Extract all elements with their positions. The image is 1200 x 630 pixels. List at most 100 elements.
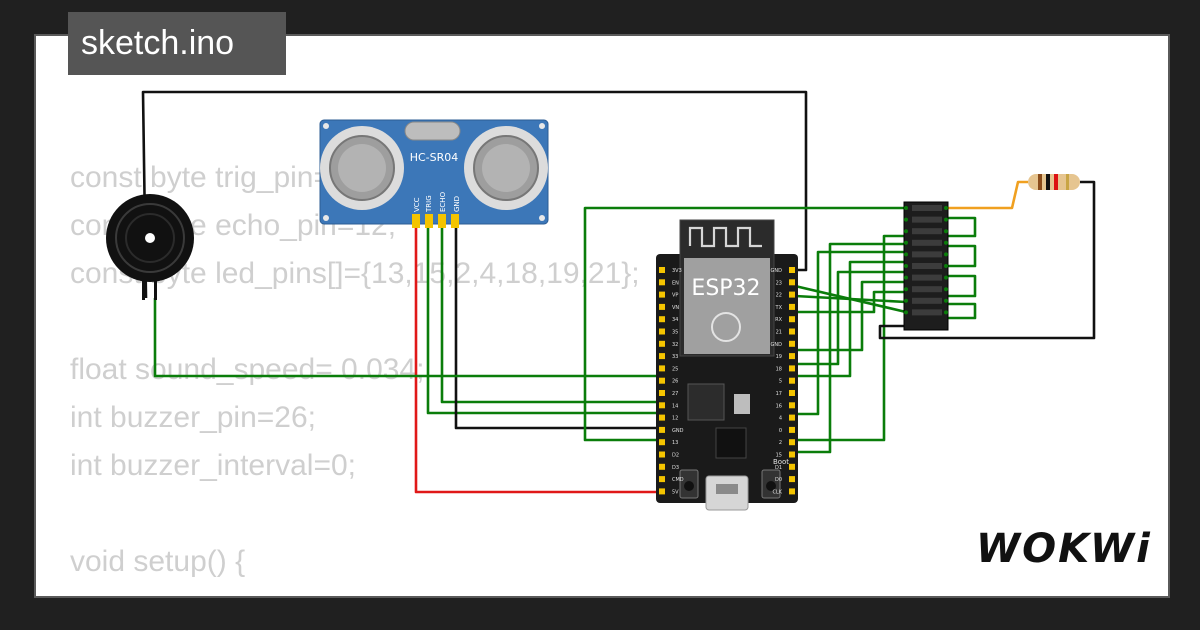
wire-sensor-echo[interactable]	[440, 228, 662, 404]
led-pin[interactable]	[944, 264, 948, 268]
wire-buzzer-gnd[interactable]	[141, 90, 808, 299]
wire-led-5[interactable]	[795, 260, 906, 378]
pin-label-echo: ECHO	[439, 191, 447, 212]
wire-led-7[interactable]	[795, 280, 906, 352]
esp32-board[interactable]: ESP32 Boot 3V3ENVPVN343532332526271412GN…	[656, 219, 798, 511]
esp32-pin[interactable]	[659, 488, 665, 495]
wire-led-6[interactable]	[795, 270, 906, 366]
led-segment	[912, 286, 942, 293]
esp32-pin[interactable]	[659, 328, 665, 335]
led-pin[interactable]	[904, 275, 908, 280]
esp32-pin[interactable]	[659, 451, 665, 458]
esp32-pin[interactable]	[789, 390, 795, 396]
esp32-pin[interactable]	[659, 439, 665, 446]
esp32-pin[interactable]	[789, 463, 795, 470]
esp32-pin[interactable]	[789, 303, 795, 310]
led-segment	[912, 263, 942, 269]
esp32-pin[interactable]	[789, 402, 795, 409]
esp32-pin[interactable]	[789, 426, 795, 433]
esp32-pin[interactable]	[659, 402, 665, 409]
led-pin[interactable]	[904, 287, 908, 292]
ultrasonic-label: HC-SR04	[410, 151, 459, 164]
esp32-pin[interactable]	[659, 426, 665, 433]
boot-button-label: Boot	[773, 458, 789, 466]
led-pin[interactable]	[944, 287, 948, 292]
esp32-pin[interactable]	[789, 377, 795, 384]
wire-led-10[interactable]	[794, 284, 907, 314]
led-pin[interactable]	[944, 229, 948, 234]
led-pin[interactable]	[944, 206, 948, 210]
led-bar-graph[interactable]	[903, 201, 949, 331]
esp32-pin[interactable]	[789, 328, 795, 335]
wire-led-1[interactable]	[583, 206, 906, 442]
esp32-pin[interactable]	[659, 316, 665, 323]
esp32-pin[interactable]	[789, 365, 795, 372]
led-pin[interactable]	[904, 252, 908, 257]
esp32-pin[interactable]	[659, 279, 665, 286]
esp32-pin[interactable]	[789, 279, 795, 286]
esp32-pin[interactable]	[789, 476, 795, 483]
led-pin[interactable]	[904, 264, 908, 268]
led-pin[interactable]	[904, 240, 908, 245]
wire-led-4[interactable]	[795, 250, 906, 416]
esp32-pin[interactable]	[659, 267, 665, 273]
led-pin[interactable]	[904, 310, 908, 315]
wire-resistor-in[interactable]	[948, 180, 1028, 210]
esp32-pin[interactable]	[789, 414, 795, 421]
ultrasonic-sensor[interactable]: HC-SR04 VCC TRIG ECHO GND	[319, 119, 549, 228]
wire-led-8[interactable]	[795, 290, 906, 314]
esp32-pin[interactable]	[789, 439, 795, 446]
esp32-pin-label: 33	[672, 354, 678, 360]
esp32-pin[interactable]	[789, 353, 795, 360]
esp32-pin[interactable]	[659, 377, 665, 384]
led-pin[interactable]	[904, 229, 908, 234]
esp32-pin[interactable]	[789, 291, 795, 298]
wire-cathode-bus[interactable]	[948, 216, 977, 320]
led-pin[interactable]	[944, 310, 948, 315]
led-pin[interactable]	[944, 240, 948, 245]
esp32-pin[interactable]	[789, 316, 795, 323]
wokwi-logo: WOKWi	[976, 526, 1152, 572]
esp32-pin-label: D1	[775, 465, 782, 471]
wire-led-3[interactable]	[795, 242, 906, 454]
esp32-pin-label: EN	[672, 280, 679, 286]
esp32-pin-label: 19	[776, 354, 782, 360]
code-line: int buzzer_pin=26;	[70, 401, 317, 434]
led-pin[interactable]	[944, 217, 948, 222]
led-pin[interactable]	[904, 217, 908, 222]
esp32-pin-label: TX	[775, 305, 783, 311]
esp32-pin[interactable]	[789, 451, 795, 458]
esp32-pin[interactable]	[789, 340, 795, 347]
led-pin[interactable]	[904, 206, 908, 210]
esp32-pin[interactable]	[659, 414, 665, 421]
esp32-pin-label: GND	[771, 342, 783, 348]
esp32-pin[interactable]	[659, 291, 665, 298]
esp32-pin[interactable]	[659, 476, 665, 483]
esp32-label: ESP32	[691, 276, 760, 301]
esp32-pin-label: RX	[775, 317, 782, 323]
pin-label-trig: TRIG	[425, 195, 433, 213]
esp32-pin[interactable]	[659, 365, 665, 372]
code-line: void setup() {	[70, 545, 246, 578]
wire-buzzer-signal[interactable]	[153, 298, 662, 378]
buzzer[interactable]	[106, 194, 194, 300]
esp32-pin[interactable]	[659, 303, 665, 310]
led-pin[interactable]	[944, 298, 948, 303]
esp32-pin[interactable]	[659, 390, 665, 396]
sketch-title-tab[interactable]: sketch.ino	[68, 12, 286, 75]
resistor[interactable]	[1028, 174, 1080, 190]
wire-sensor-vcc[interactable]	[414, 228, 662, 494]
wire-sensor-trig[interactable]	[426, 228, 662, 415]
esp32-pin[interactable]	[659, 353, 665, 360]
esp32-pin[interactable]	[659, 340, 665, 347]
esp32-pin-label: CLK	[772, 489, 782, 495]
esp32-pin[interactable]	[789, 267, 795, 273]
esp32-pin[interactable]	[659, 463, 665, 470]
led-pin[interactable]	[904, 298, 908, 303]
wire-resistor-out[interactable]	[878, 180, 1096, 340]
wire-sensor-gnd[interactable]	[454, 228, 662, 430]
esp32-pin[interactable]	[789, 488, 795, 495]
wires	[141, 90, 1096, 494]
led-pin[interactable]	[944, 275, 948, 280]
led-pin[interactable]	[944, 252, 948, 257]
